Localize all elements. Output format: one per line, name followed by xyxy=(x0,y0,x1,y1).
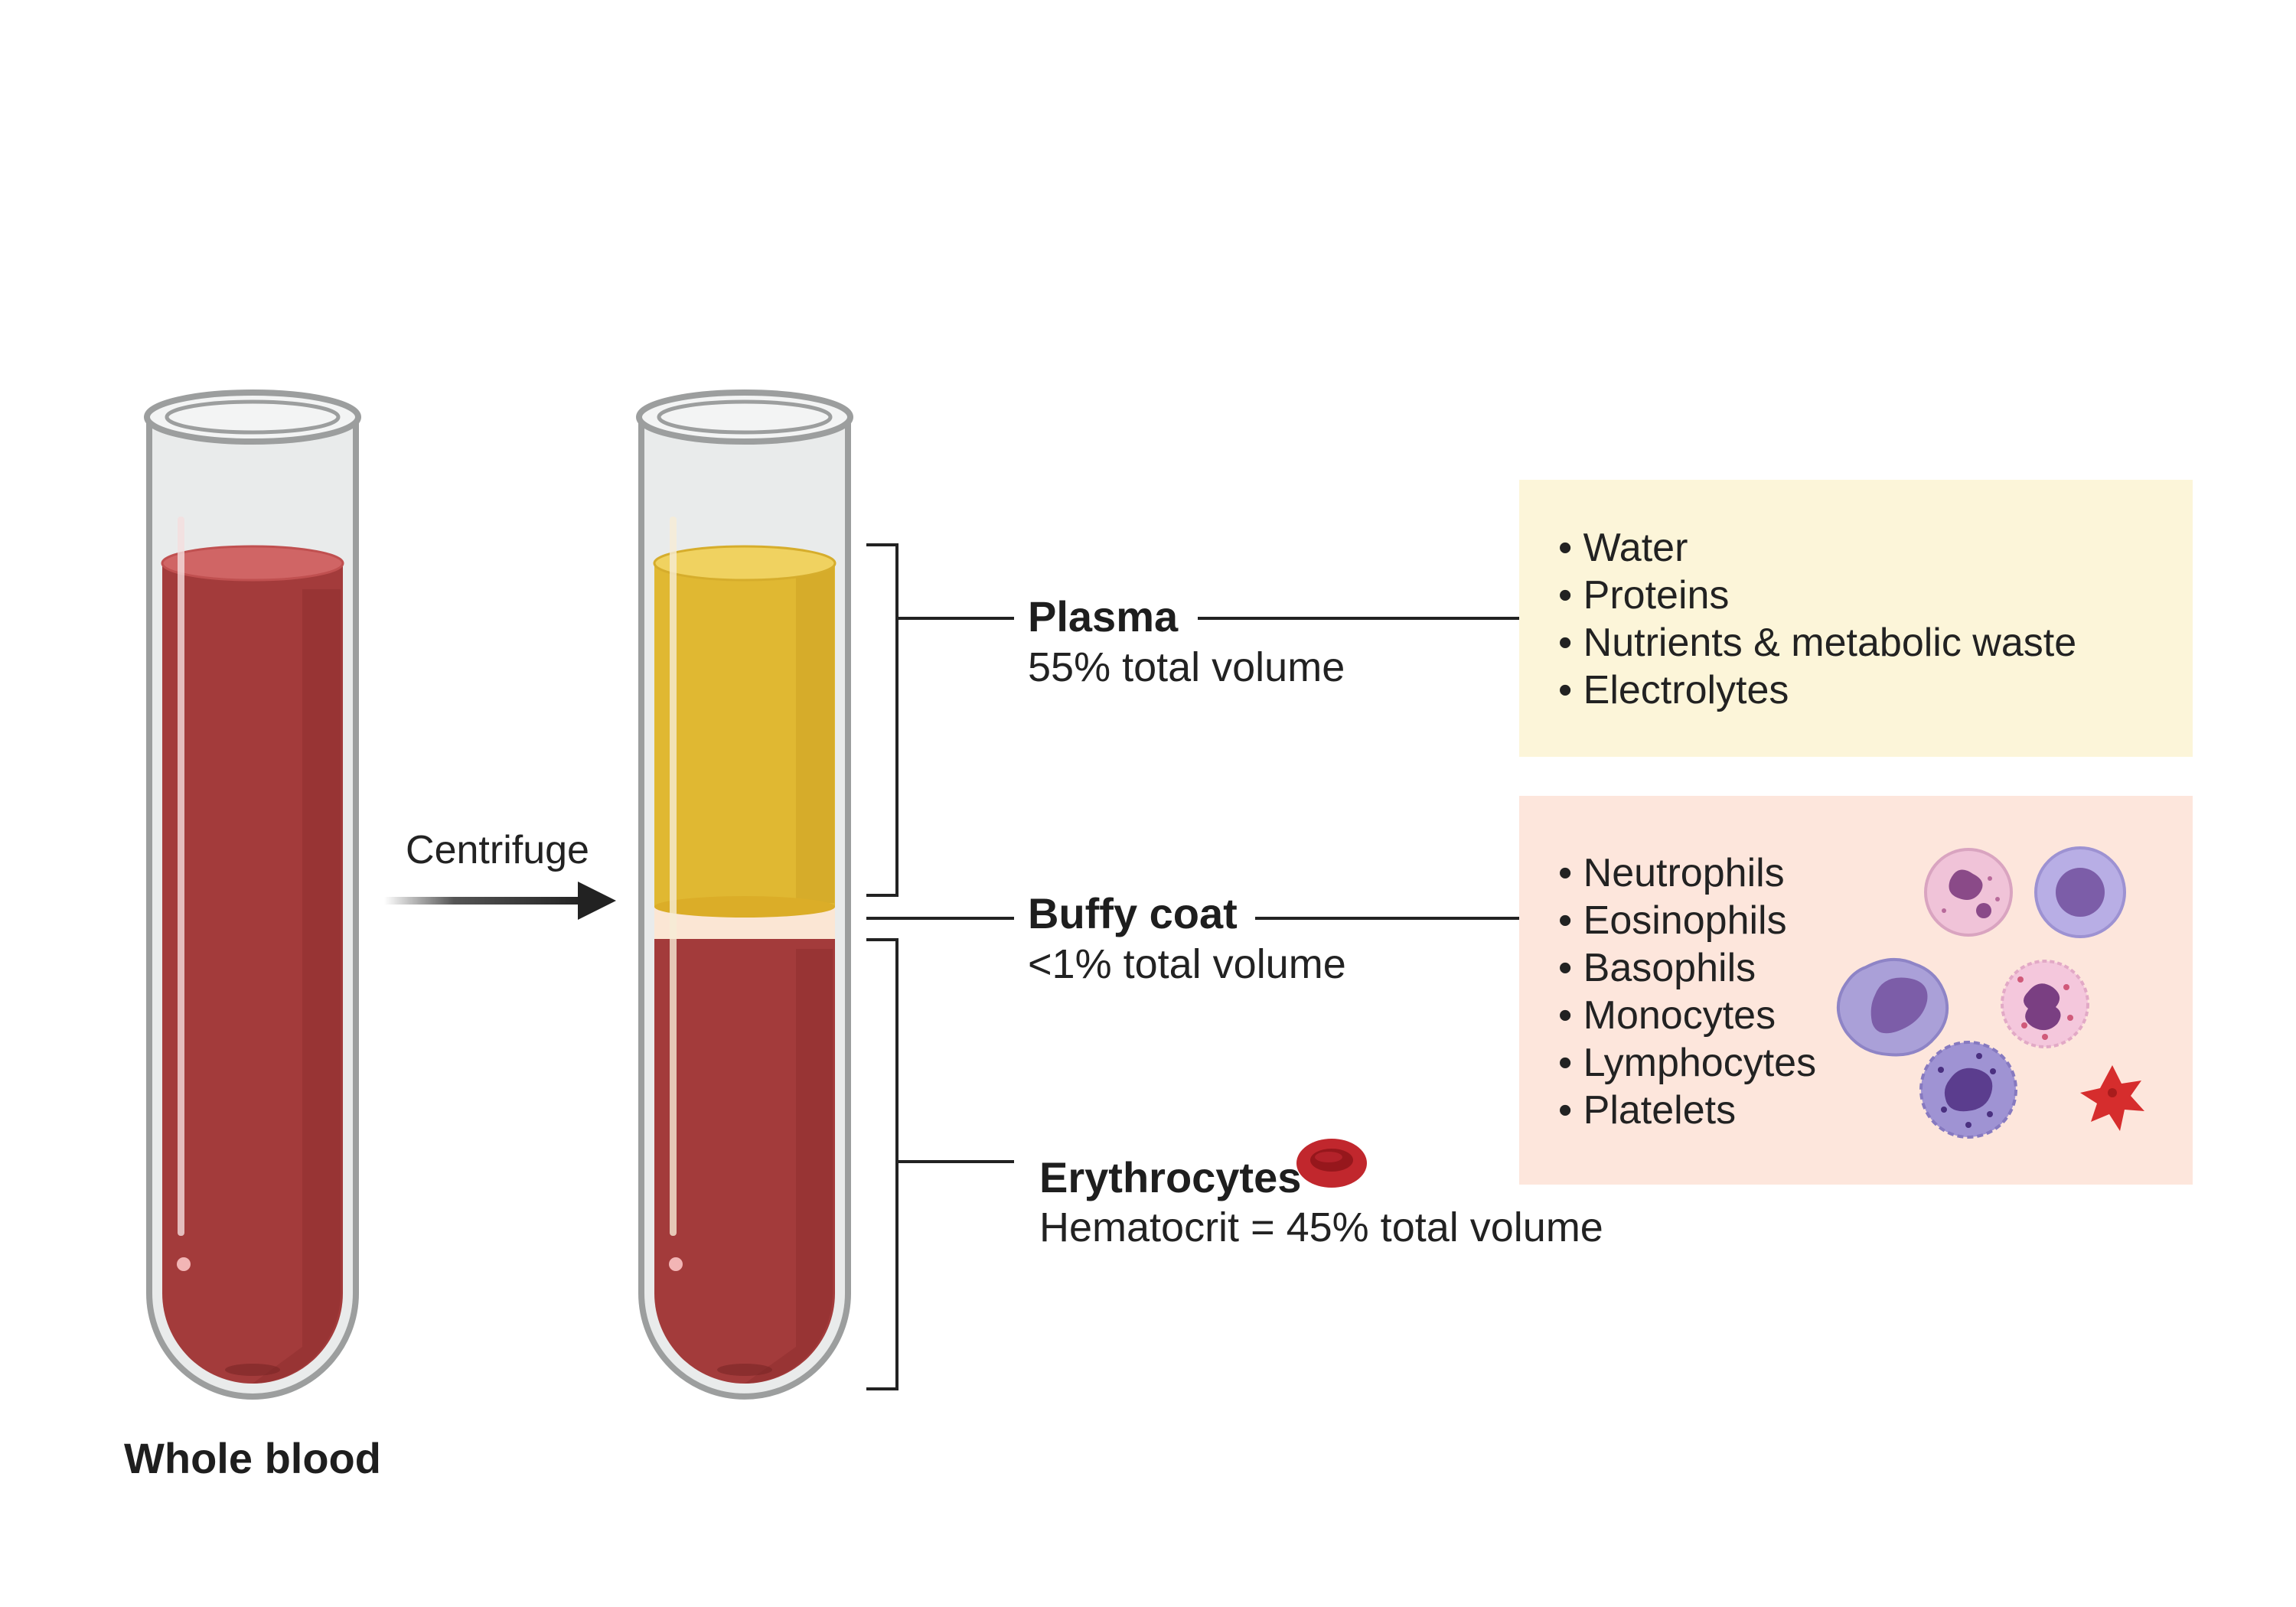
blood-shade xyxy=(253,589,341,1384)
tube-highlight xyxy=(670,517,677,1236)
basophil-icon xyxy=(1919,1041,2017,1139)
neutrophil-icon xyxy=(1924,848,2013,937)
platelet-icon xyxy=(2080,1065,2144,1131)
list-item: • Electrolytes xyxy=(1558,668,1789,712)
centrifuged-tube xyxy=(636,390,853,1400)
red-blood-cell-icon xyxy=(1296,1139,1367,1188)
plasma-shade xyxy=(796,566,834,903)
plasma-volume: 55% total volume xyxy=(1028,644,1345,690)
centrifuge-label: Centrifuge xyxy=(406,828,589,872)
tube-bottom-shadow xyxy=(225,1364,280,1376)
tube-highlight xyxy=(178,517,184,1236)
blood-fill xyxy=(162,562,343,1384)
list-item: • Water xyxy=(1558,526,1688,570)
plasma-components-list: • Water • Proteins • Nutrients & metabol… xyxy=(1558,526,2076,712)
list-item: • Proteins xyxy=(1558,573,1729,618)
erythrocyte-shade xyxy=(745,949,833,1384)
plasma-surface xyxy=(653,545,837,582)
erythrocytes-title: Erythrocytes xyxy=(1039,1153,1301,1201)
erythrocyte-layer xyxy=(654,937,835,1384)
tube-highlight-dot xyxy=(669,1257,683,1271)
lymphocyte-icon xyxy=(2034,846,2126,938)
blood-surface xyxy=(161,545,344,582)
tube-highlight-dot xyxy=(177,1257,191,1271)
plasma-bracket xyxy=(866,543,1014,897)
list-item: • Nutrients & metabolic waste xyxy=(1558,621,2076,665)
tube-bottom-shadow xyxy=(717,1364,772,1376)
list-item: • Eosinophils xyxy=(1558,898,1787,943)
plasma-bottom-edge xyxy=(654,896,835,918)
erythrocytes-volume: Hematocrit = 45% total volume xyxy=(1039,1204,1603,1250)
monocyte-icon xyxy=(1837,957,1949,1057)
erythrocyte-bracket xyxy=(866,938,1014,1390)
whole-blood-tube xyxy=(144,390,361,1400)
arrow-right-icon xyxy=(384,882,616,920)
list-item: • Lymphocytes xyxy=(1558,1041,1816,1085)
tube-rim-inner xyxy=(657,399,833,435)
list-item: • Monocytes xyxy=(1558,993,1776,1038)
eosinophil-icon xyxy=(2001,960,2089,1048)
buffy-coat-title: Buffy coat xyxy=(1028,889,1238,937)
tube-rim-inner xyxy=(165,399,341,435)
plasma-title: Plasma xyxy=(1028,592,1179,641)
list-item: • Basophils xyxy=(1558,946,1756,990)
plasma-components-box xyxy=(1519,480,2193,757)
list-item: • Neutrophils xyxy=(1558,851,1785,895)
buffy-coat-volume: <1% total volume xyxy=(1028,941,1346,987)
buffy-coat-components-list: • Neutrophils • Eosinophils • Basophils … xyxy=(1558,851,1816,1133)
list-item: • Platelets xyxy=(1558,1088,1736,1133)
whole-blood-label: Whole blood xyxy=(124,1434,381,1482)
